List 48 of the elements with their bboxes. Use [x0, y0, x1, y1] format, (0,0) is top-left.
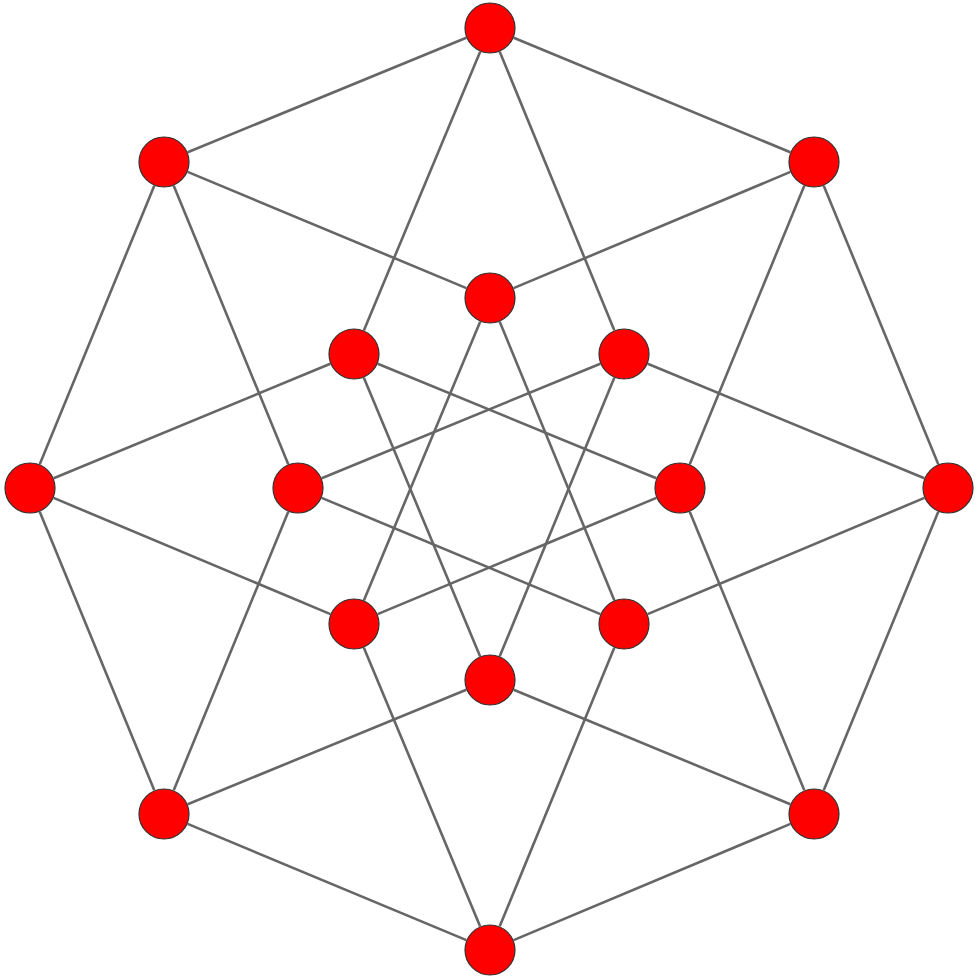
edge-line	[53, 496, 331, 616]
edge-line	[321, 496, 601, 616]
edge-line	[513, 170, 791, 290]
edge-line	[822, 511, 940, 791]
vertex-circle	[598, 328, 650, 380]
vertex-circle	[138, 788, 190, 840]
edge-line	[187, 822, 467, 942]
vertex-circle	[138, 136, 190, 188]
edge-line	[688, 511, 806, 791]
edge-line	[321, 362, 601, 480]
vertex-circle	[464, 654, 516, 706]
edge-line	[647, 496, 925, 616]
vertex-circle	[328, 328, 380, 380]
edge-line	[172, 511, 290, 791]
edge-line	[377, 362, 657, 480]
vertex-circle	[922, 462, 974, 514]
vertex-circle	[788, 788, 840, 840]
edge-line	[362, 647, 482, 927]
edge-line	[187, 170, 467, 290]
edge-line	[513, 36, 791, 154]
vertex-circle	[788, 136, 840, 188]
edge-line	[498, 377, 616, 657]
vertex-circle	[464, 924, 516, 976]
edge-line	[377, 496, 657, 616]
edge-line	[38, 511, 156, 791]
edge-line	[362, 51, 482, 331]
edge-line	[498, 51, 616, 331]
edge-line	[172, 185, 290, 465]
vertex-circle	[464, 2, 516, 54]
edge-line	[498, 321, 616, 601]
edge-line	[498, 647, 616, 927]
edge-line	[688, 185, 806, 465]
edge-line	[38, 185, 156, 465]
vertex-circle	[464, 272, 516, 324]
vertex-circle	[598, 598, 650, 650]
edge-line	[513, 688, 791, 806]
vertex-circle	[272, 462, 324, 514]
vertex-circle	[654, 462, 706, 514]
edge-line	[187, 36, 467, 154]
edge-line	[513, 822, 791, 942]
edge-line	[362, 377, 482, 657]
edge-line	[187, 688, 467, 806]
vertex-circle	[4, 462, 56, 514]
vertex-circle	[328, 598, 380, 650]
edge-line	[822, 185, 940, 465]
edge-line	[362, 321, 482, 601]
edge-line	[647, 362, 925, 480]
edge-line	[53, 362, 331, 480]
